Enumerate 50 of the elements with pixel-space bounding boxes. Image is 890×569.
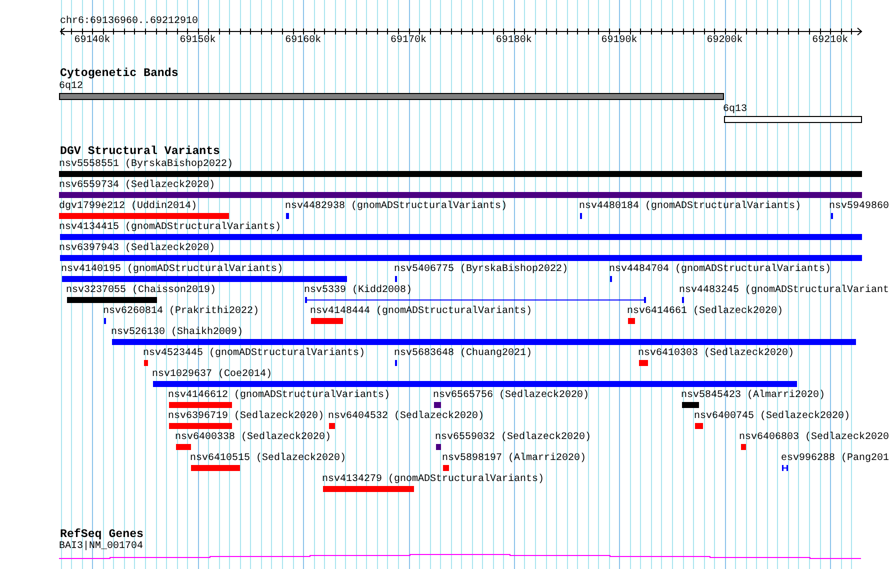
tick-label: 69150k — [180, 35, 216, 46]
variant-label: nsv526130 (Shaikh2009) — [111, 327, 244, 338]
variant-label: nsv4523445 (gnomADStructuralVariants) — [143, 348, 366, 359]
track-title: RefSeq Genes — [60, 528, 144, 541]
variant-label: nsv4480184 (gnomADStructuralVariants) — [579, 201, 802, 212]
variant-label: nsv6565756 (Sedlazeck2020) — [433, 390, 590, 401]
variant-label: nsv4482938 (gnomADStructuralVariants) — [285, 201, 508, 212]
variant-label: nsv5898197 (Almarri2020) — [442, 453, 586, 464]
variant-label: esv996288 (Pang201 — [781, 453, 890, 464]
tick-label: 69160k — [285, 35, 322, 46]
track-title: DGV Structural Variants — [60, 145, 220, 158]
band-label: 6q13 — [723, 104, 748, 115]
variant-label: dgv1799e212 (Uddin2014) — [59, 201, 198, 212]
tick-label: 69190k — [601, 35, 638, 46]
tick-label: 69180k — [496, 35, 532, 46]
gene-label: BAI3|NM_001704 — [59, 541, 144, 552]
tick-label: 69170k — [390, 35, 427, 46]
variant-label: nsv5949860 — [829, 201, 890, 212]
variant-label: nsv6400338 (Sedlazeck2020) — [175, 432, 332, 443]
variant-label: nsv6559032 (Sedlazeck2020) — [435, 432, 592, 443]
variant-label: nsv5683648 (Chuang2021) — [394, 348, 532, 359]
variant-label: nsv6260814 (Prakrithi2022) — [103, 306, 260, 317]
variant-label: nsv6410515 (Sedlazeck2020) — [190, 453, 346, 464]
variant-label: nsv6406803 (Sedlazeck2020 — [739, 432, 890, 443]
variant-label: nsv5845423 (Almarri2020) — [681, 390, 826, 401]
variant-label: nsv4140195 (gnomADStructuralVariants) — [61, 264, 284, 275]
variant-label: nsv4146612 (gnomADStructuralVariants) — [168, 390, 390, 401]
variant-label: nsv4483245 (gnomADStructuralVariant — [679, 285, 890, 296]
tick-label: 69140k — [74, 35, 110, 46]
variant-label: nsv4134279 (gnomADStructuralVariants) — [322, 474, 544, 485]
variant-label: nsv6414661 (Sedlazeck2020) — [627, 306, 784, 317]
variant-label: nsv6400745 (Sedlazeck2020) — [694, 411, 850, 422]
variant-label: nsv5406775 (ByrskaBishop2022) — [394, 264, 568, 275]
variant-label: nsv4484704 (gnomADStructuralVariants) — [609, 264, 832, 275]
variant-label: nsv5558551 (ByrskaBishop2022) — [59, 159, 234, 170]
tick-label: 69210k — [812, 35, 848, 46]
tick-label: 69200k — [706, 35, 743, 46]
variant-label: nsv6397943 (Sedlazeck2020) — [59, 243, 216, 254]
variant-label: nsv1029637 (Coe2014) — [152, 369, 272, 380]
variant-label: nsv6396719 (Sedlazeck2020) — [168, 411, 324, 422]
variant-label: nsv6410303 (Sedlazeck2020) — [638, 348, 794, 359]
variant-label: nsv4148444 (gnomADStructuralVariants) — [310, 306, 532, 317]
track-title: Cytogenetic Bands — [60, 67, 178, 80]
variant-label: nsv4134415 (gnomADStructuralVariants) — [59, 222, 282, 233]
variant-label: nsv5339 (Kidd2008) — [304, 285, 412, 296]
location-label: chr6:69136960..69212910 — [60, 16, 198, 27]
variant-label: nsv3237055 (Chaisson2019) — [66, 285, 216, 296]
band-label: 6q12 — [59, 81, 84, 92]
variant-label: nsv6404532 (Sedlazeck2020) — [328, 411, 484, 422]
variant-label: nsv6559734 (Sedlazeck2020) — [59, 180, 216, 191]
